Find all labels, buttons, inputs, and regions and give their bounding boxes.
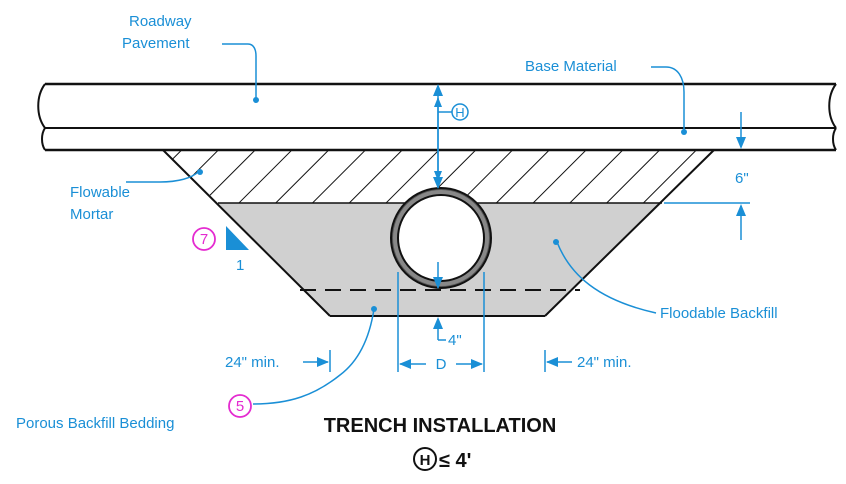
base-material-label: Base Material bbox=[525, 58, 617, 75]
left-min-label: 24" min. bbox=[225, 354, 280, 371]
leader-lines bbox=[126, 43, 685, 405]
title-condition-label: ≤ 4' bbox=[439, 450, 471, 472]
pipe bbox=[390, 187, 492, 289]
right-min-dimension: 24" min. bbox=[544, 350, 632, 372]
slope-ratio-label: 1 bbox=[236, 257, 244, 274]
flowable-label-line1: Flowable bbox=[70, 184, 130, 201]
h-callout-circle bbox=[451, 103, 469, 121]
title-h-label: H bbox=[420, 452, 431, 469]
four-inch-label: 4" bbox=[448, 332, 462, 349]
slope-ref-label: 7 bbox=[200, 231, 208, 248]
diagram-title: TRENCH INSTALLATION bbox=[324, 415, 557, 437]
flowable-label-line2: Mortar bbox=[70, 206, 113, 223]
title-h-circle bbox=[413, 447, 437, 471]
roadway-label-line2: Pavement bbox=[122, 35, 190, 52]
slope-ref-circle bbox=[192, 227, 216, 251]
bedding-ref-label: 5 bbox=[236, 398, 244, 415]
h-dimension: H bbox=[433, 84, 469, 189]
roadway-label-line1: Roadway bbox=[129, 13, 192, 30]
six-inch-dimension: 6" bbox=[664, 112, 750, 240]
title-condition: H ≤ 4' bbox=[413, 447, 471, 472]
slope-symbol: 7 1 bbox=[192, 226, 249, 274]
six-inch-label: 6" bbox=[735, 170, 749, 187]
d-dimension: D bbox=[397, 272, 485, 373]
four-inch-dimension: 4" bbox=[433, 262, 462, 349]
porous-backfill-label: Porous Backfill Bedding bbox=[16, 415, 174, 432]
bedding-callout: 5 bbox=[228, 394, 252, 418]
left-min-dimension: 24" min. bbox=[225, 350, 331, 372]
floodable-backfill-label: Floodable Backfill bbox=[660, 305, 778, 322]
h-callout-label: H bbox=[455, 105, 464, 120]
right-min-label: 24" min. bbox=[577, 354, 632, 371]
d-label: D bbox=[436, 356, 447, 373]
slope-triangle-icon bbox=[226, 226, 249, 250]
leader-dots bbox=[197, 97, 687, 312]
